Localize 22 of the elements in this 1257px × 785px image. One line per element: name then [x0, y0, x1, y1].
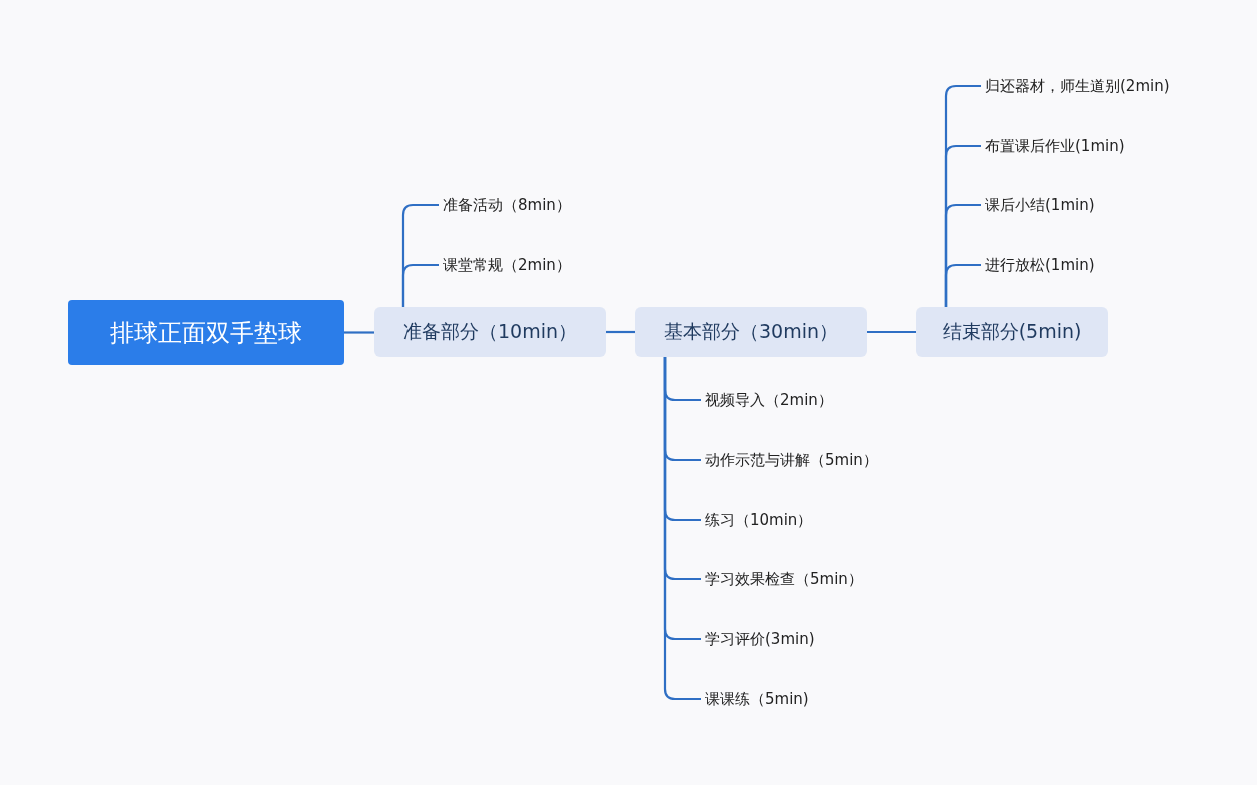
- subtopic-text: 学习效果检查（5min）: [701, 567, 863, 591]
- subtopic-text: 进行放松(1min): [981, 253, 1095, 277]
- subtopic-text: 视频导入（2min）: [701, 388, 833, 412]
- section-box: 基本部分（30min）: [635, 307, 867, 357]
- subtopic-text: 准备活动（8min）: [439, 193, 571, 217]
- section-box: 准备部分（10min）: [374, 307, 606, 357]
- subtopic-text: 课课练（5min): [701, 687, 809, 711]
- connector-line: [663, 357, 701, 701]
- subtopic-text: 学习评价(3min): [701, 627, 815, 651]
- subtopic-text: 课堂常规（2min）: [439, 253, 571, 277]
- connector-line: [401, 263, 439, 307]
- subtopic-text: 动作示范与讲解（5min）: [701, 448, 878, 472]
- section-box: 结束部分(5min): [916, 307, 1108, 357]
- connector-line: [867, 330, 916, 334]
- connector-line: [606, 330, 635, 334]
- subtopic-text: 练习（10min）: [701, 508, 813, 532]
- connector-line: [344, 331, 374, 334]
- topic-box: 排球正面双手垫球: [68, 300, 344, 365]
- subtopic-text: 课后小结(1min): [981, 193, 1095, 217]
- subtopic-text: 布置课后作业(1min): [981, 134, 1125, 158]
- connector-line: [944, 263, 981, 307]
- subtopic-text: 归还器材，师生道别(2min): [981, 74, 1170, 98]
